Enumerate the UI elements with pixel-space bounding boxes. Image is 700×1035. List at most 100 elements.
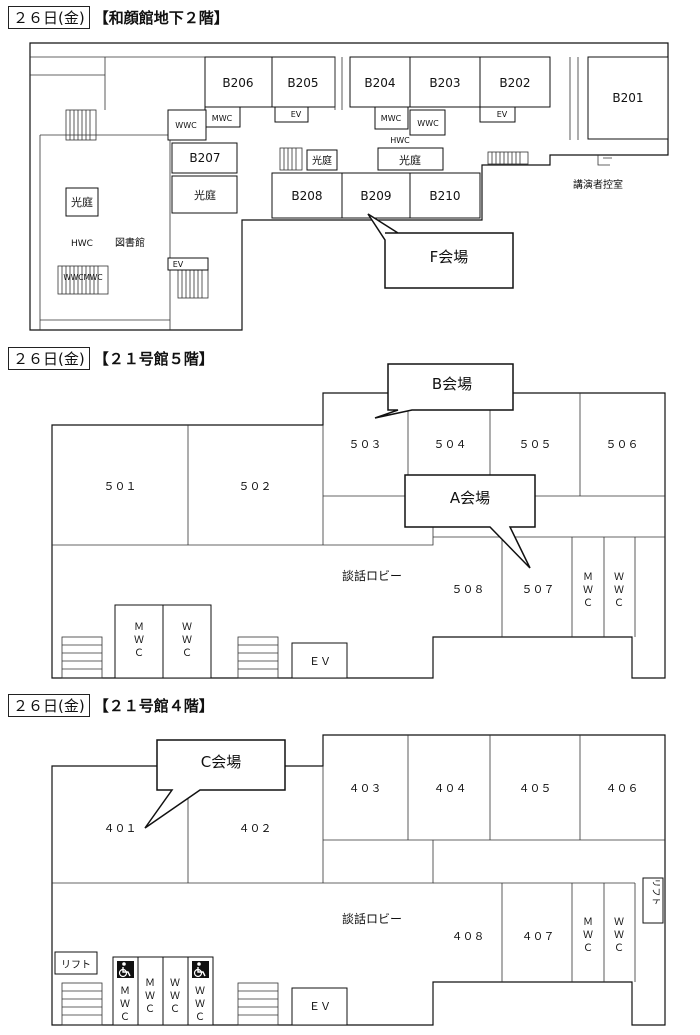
wheelchair-icon [117,961,134,978]
c-venue-label: C会場 [201,753,241,771]
wwc-label-w1: Ｗ [614,917,624,928]
mwc-label-w: Ｗ [145,991,155,1002]
hwc-label: HWC [71,239,93,249]
wwc-label-w1: Ｗ [614,572,624,583]
courtyard-label: 光庭 [399,153,421,167]
stairs-icon [61,636,103,679]
room-b210-label: B210 [429,189,460,203]
wwc-label-w2: Ｗ [195,999,205,1010]
room-502-label: ５０２ [239,480,272,493]
floor-plan-b2: B206 B205 B204 B203 B202 B201 B207 B208 … [29,42,669,331]
lobby-label: 談話ロビー [342,568,402,583]
room-b203 [409,56,481,108]
mwc-label-w: Ｗ [120,999,130,1010]
room-b207-label: B207 [189,151,220,165]
lift-label-vertical: リフト [650,878,660,905]
room-504-label: ５０４ [434,438,467,451]
stairs-icon [177,267,209,299]
room-b209-label: B209 [360,189,391,203]
a-venue-label: A会場 [450,489,490,507]
room-508-label: ５０８ [452,583,485,596]
ev-label: EV [291,110,302,119]
room-b201-label: B201 [612,91,643,105]
speaker-room-label: 講演者控室 [573,178,623,191]
day-label: ２６日(金) [8,347,90,370]
mwc-label-c: Ｃ [134,648,144,659]
callout-b-venue: B会場 [374,363,514,419]
ev-label: ＥＶ [309,655,331,668]
ev-label: EV [497,110,508,119]
building-label: 【２１号館４階】 [93,697,214,715]
mwc-label-w: Ｗ [583,585,593,596]
room-406-label: ４０６ [606,782,639,795]
mwc-label-c: Ｃ [145,1004,155,1015]
room-407-label: ４０７ [522,930,555,943]
building-label: 【和顔館地下２階】 [93,9,229,27]
wwc-mwc-label: WWCMWC [63,273,102,282]
room-b210 [409,172,481,219]
section-header-21-5f: ２６日(金)【２１号館５階】 [8,347,214,370]
wwc-label-w2: Ｗ [614,930,624,941]
wwc-label: WWC [175,121,197,130]
courtyard-3 [377,147,444,171]
wwc-label: WWC [417,119,439,128]
room-404-label: ４０４ [434,782,467,795]
lobby-label: 談話ロビー [342,911,402,926]
f-venue-label: F会場 [430,248,469,266]
room-401-label: ４０１ [104,822,137,835]
mwc-label-c: Ｃ [120,1012,130,1023]
stairs-icon [487,151,529,165]
room-505-label: ５０５ [519,438,552,451]
courtyard-2 [306,149,338,171]
callout-c-venue: C会場 [144,739,286,829]
stairs-icon [57,265,109,295]
room-506-label: ５０６ [606,438,639,451]
section-header-21-4f: ２６日(金)【２１号館４階】 [8,694,214,717]
room-b202 [479,56,551,108]
mwc-label: MWC [381,114,402,123]
room-b203-label: B203 [429,76,460,90]
room-b205 [271,56,336,108]
room-501-label: ５０１ [104,480,137,493]
room-403-label: ４０３ [349,782,382,795]
mwc-label: MWC [212,114,233,123]
mwc-label-w: Ｗ [583,930,593,941]
ev-label: ＥＶ [309,1000,331,1013]
mwc-label-m: Ｍ [145,978,155,989]
wwc-label-c: Ｃ [182,648,192,659]
building-label: 【２１号館５階】 [93,350,214,368]
wwc-label-w1: Ｗ [182,622,192,633]
day-label: ２６日(金) [8,6,90,29]
mwc-label-c: Ｃ [583,598,593,609]
courtyard-1 [171,175,238,214]
room-405-label: ４０５ [519,782,552,795]
mwc-label-m: Ｍ [134,622,144,633]
wwc-label-w2: Ｗ [614,585,624,596]
room-b208-label: B208 [291,189,322,203]
wwc-label-w1: Ｗ [195,986,205,997]
callout-f-venue: F会場 [367,213,514,289]
room-b204 [349,56,411,108]
room-507-label: ５０７ [522,583,555,596]
wwc-label-c: Ｃ [170,1004,180,1015]
room-b204-label: B204 [364,76,395,90]
room-b208 [271,172,343,219]
room-402-label: ４０２ [239,822,272,835]
room-b207 [171,142,238,174]
room-b206-label: B206 [222,76,253,90]
wheelchair-icon [192,961,209,978]
courtyard-label: 光庭 [71,195,93,209]
room-b201 [587,56,669,140]
wwc-label-w2: Ｗ [182,635,192,646]
section-header-b2: ２６日(金)【和顔館地下２階】 [8,6,229,29]
hwc-label: HWC [390,136,410,145]
wwc-label-w2: Ｗ [170,991,180,1002]
stairs-icon [237,636,279,679]
mwc-label-c: Ｃ [583,943,593,954]
mwc-label-w: Ｗ [134,635,144,646]
stairs-icon [65,109,97,141]
wwc-label-c: Ｃ [614,598,624,609]
wwc-label-c: Ｃ [195,1012,205,1023]
mwc-label-m: Ｍ [120,986,130,997]
